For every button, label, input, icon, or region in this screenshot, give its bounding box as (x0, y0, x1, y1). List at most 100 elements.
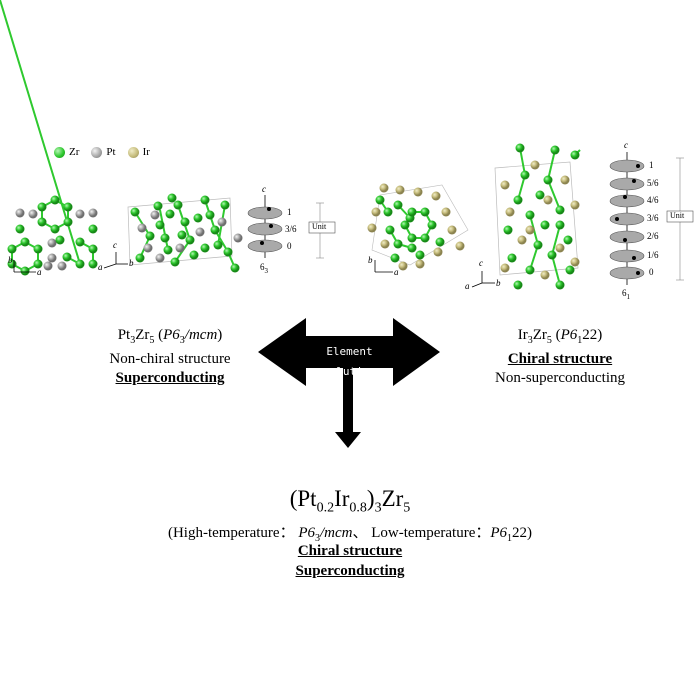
left-top-atom (33, 244, 43, 254)
right-top-atom (407, 207, 417, 217)
right-top-atom (398, 261, 408, 271)
zr-atom-icon (54, 146, 65, 158)
left-top-atom (43, 261, 53, 271)
right-side-atom (525, 225, 535, 235)
left-side-atom (217, 217, 227, 227)
right-chirality-text: Chiral structure (507, 351, 613, 367)
left-top-atom (33, 259, 43, 269)
right-side-atom (535, 190, 545, 200)
left-side-atom (189, 250, 199, 260)
left-top-atom (47, 253, 57, 263)
right-structure-description: Ir3Zr5 (P6122) Chiral structure Non-supe… (460, 326, 660, 388)
right-side-atom (570, 257, 580, 267)
left-screw-axis (247, 195, 336, 259)
left-side-atom (135, 253, 145, 263)
left-top-atom (15, 208, 25, 218)
left-top-atom (62, 252, 72, 262)
phase-transition-text: (High-temperature： P63/mcm、 Low-temperat… (167, 525, 533, 544)
right-unit-label: Unit (670, 211, 685, 220)
element-solution-arrow (258, 318, 440, 448)
right-side-atom (555, 243, 565, 253)
right-top-atom (375, 195, 385, 205)
right-side-atom (525, 210, 535, 220)
solid-solution-properties: Chiral structure Superconducting (0, 541, 700, 581)
right-top-atom (433, 247, 443, 257)
left-unit-label: Unit (312, 222, 327, 231)
right-top-atom (420, 233, 430, 243)
ir-atom-icon (127, 146, 139, 158)
left-side-atom (180, 217, 190, 227)
left-side-atom (220, 200, 230, 210)
left-side-atom (143, 243, 153, 253)
right-top-atom (379, 183, 389, 193)
left-side-atom (195, 227, 205, 237)
right-top-atom (380, 239, 390, 249)
right-top-atom (413, 187, 423, 197)
left-top-atom (75, 209, 85, 219)
legend-ir-label: Ir (142, 146, 150, 158)
left-side-atom (155, 220, 165, 230)
left-top-atom (37, 202, 47, 212)
right-screw-level-4-6: 4/6 (647, 195, 659, 205)
right-side-atom (570, 200, 580, 210)
left-screw-level-1: 1 (287, 207, 292, 217)
right-side-atom (503, 225, 513, 235)
left-top-axis-b: b (8, 255, 13, 265)
left-side-atom (150, 210, 160, 220)
right-screw-level-0: 0 (649, 267, 654, 277)
right-top-atom (431, 191, 441, 201)
left-top-atom (75, 259, 85, 269)
right-crystal-side-view (471, 143, 581, 290)
right-top-atom (385, 225, 395, 235)
right-top-atom (407, 243, 417, 253)
left-screw-axis-c: c (262, 184, 266, 194)
right-side-atom (520, 170, 530, 180)
left-top-atom (75, 237, 85, 247)
right-side-atom (530, 160, 540, 170)
left-top-axis-a: a (37, 267, 42, 277)
legend-pt: Pt (91, 146, 116, 158)
right-formula: Ir3Zr5 (P6122) (517, 327, 603, 346)
right-side-atom (500, 263, 510, 273)
right-top-atom (383, 207, 393, 217)
right-screw-level-1-6: 1/6 (647, 250, 659, 260)
right-top-atom (415, 250, 425, 260)
left-top-atom (88, 259, 98, 269)
left-side-atom (130, 207, 140, 217)
left-side-axis-c: c (113, 240, 117, 250)
left-side-atom (173, 200, 183, 210)
right-side-atom (540, 270, 550, 280)
left-side-atom (205, 210, 215, 220)
left-structure-description: Pt3Zr5 (P63/mcm) Non-chiral structure Su… (70, 326, 270, 388)
right-top-atom (435, 237, 445, 247)
left-side-atom (193, 213, 203, 223)
right-side-axis-a: a (465, 281, 470, 291)
left-side-atom (185, 235, 195, 245)
right-side-atom (540, 220, 550, 230)
legend-zr: Zr (54, 146, 79, 158)
right-screw-level-3-6: 3/6 (647, 213, 659, 223)
left-top-atom (63, 202, 73, 212)
right-top-atom (390, 253, 400, 263)
legend-pt-label: Pt (106, 146, 116, 158)
left-top-atom (20, 237, 30, 247)
right-side-atom (515, 143, 525, 153)
left-side-atom (233, 233, 243, 243)
left-top-atom (20, 266, 30, 276)
right-side-atom (513, 280, 523, 290)
left-side-atom (200, 195, 210, 205)
left-side-atom (213, 240, 223, 250)
right-side-atom (500, 180, 510, 190)
left-side-atom (177, 230, 187, 240)
right-top-atom (447, 225, 457, 235)
left-side-atom (165, 209, 175, 219)
right-top-atom (415, 259, 425, 269)
left-top-atom (57, 261, 67, 271)
right-side-atom (543, 195, 553, 205)
left-formula: Pt3Zr5 (P63/mcm) (117, 327, 223, 346)
right-side-atom (565, 265, 575, 275)
right-side-atom (555, 280, 565, 290)
right-side-atom (513, 195, 523, 205)
right-top-atom (420, 207, 430, 217)
